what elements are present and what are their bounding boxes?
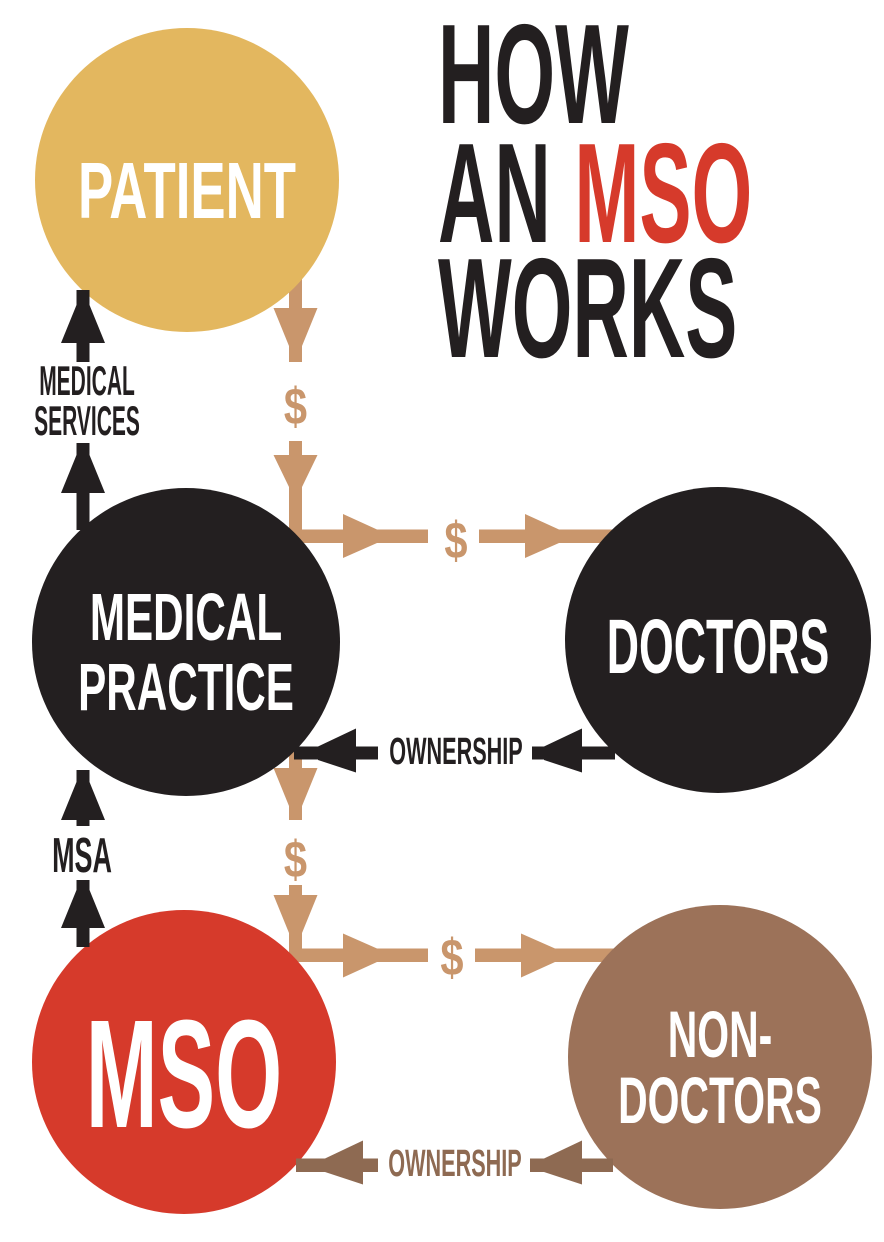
arrow-stem bbox=[530, 1158, 544, 1172]
arrow-stem bbox=[76, 493, 90, 530]
arrow-stem bbox=[76, 770, 90, 783]
arrowhead-down bbox=[273, 895, 318, 933]
doctors-circle bbox=[565, 487, 871, 793]
doctors-label: DOCTORS bbox=[607, 604, 829, 690]
arrowhead-left bbox=[325, 1140, 363, 1185]
arrow-stem bbox=[76, 290, 90, 306]
dollar-symbol: $ bbox=[444, 511, 467, 570]
title-line2-mso: MSO bbox=[574, 114, 752, 273]
title-line2-an: AN bbox=[438, 114, 551, 273]
non-doctors-circle bbox=[568, 905, 872, 1209]
arrow-stem bbox=[289, 948, 343, 962]
arrow-stem bbox=[532, 746, 544, 760]
patient-label: PATIENT bbox=[78, 147, 296, 236]
arrowhead-up bbox=[61, 890, 105, 928]
arrow-stem bbox=[582, 746, 615, 760]
dollar-symbol: $ bbox=[284, 377, 307, 436]
medical-services-label-line2: SERVICES bbox=[34, 398, 140, 445]
arrow-stem bbox=[289, 441, 302, 455]
medical-services-arrow: MEDICAL SERVICES bbox=[34, 290, 140, 530]
arrow-stem bbox=[356, 746, 378, 760]
arrow-stem bbox=[294, 746, 318, 760]
arrow-stem bbox=[76, 343, 90, 362]
arrowhead-right bbox=[521, 933, 555, 978]
arrowhead-right bbox=[343, 933, 377, 978]
arrowhead-down bbox=[273, 308, 318, 346]
medical-practice-label-line1: MEDICAL bbox=[90, 579, 282, 654]
title-line3: WORKS bbox=[438, 229, 737, 388]
arrowhead-down bbox=[273, 455, 318, 487]
arrow-stem bbox=[377, 529, 428, 543]
title-line1: HOW bbox=[438, 0, 629, 154]
arrow-stem bbox=[289, 487, 302, 543]
mso-label: MSO bbox=[86, 989, 282, 1161]
non-doctors-label-line2: DOCTORS bbox=[618, 1063, 822, 1138]
non-doctors-label-line1: NON- bbox=[668, 997, 773, 1072]
arrow-stem bbox=[479, 529, 525, 543]
arrowhead-up bbox=[61, 782, 105, 820]
arrow-stem bbox=[296, 1158, 325, 1172]
medical-practice-circle bbox=[32, 488, 340, 796]
arrow-stem bbox=[289, 346, 302, 362]
ownership-doctors-label: OWNERSHIP bbox=[389, 730, 522, 773]
msa-label: MSA bbox=[52, 829, 112, 884]
arrow-stem bbox=[582, 1158, 613, 1172]
medical-practice-label-line2: PRACTICE bbox=[78, 649, 294, 724]
dollar-symbol: $ bbox=[440, 928, 463, 987]
arrow-stem bbox=[475, 948, 521, 962]
arrowhead-up bbox=[61, 455, 105, 493]
arrow-stem bbox=[76, 880, 90, 891]
arrowhead-left bbox=[318, 728, 356, 773]
medical-services-label-line1: MEDICAL bbox=[39, 358, 135, 405]
patient-circle bbox=[35, 28, 339, 332]
dollar-symbol: $ bbox=[284, 830, 307, 889]
arrow-stem bbox=[289, 885, 302, 895]
ownership-non-doctors-label: OWNERSHIP bbox=[388, 1142, 521, 1185]
arrowhead-left bbox=[544, 1140, 582, 1185]
arrow-stem bbox=[289, 529, 343, 543]
arrow-stem bbox=[76, 443, 90, 456]
arrow-stem bbox=[363, 1158, 378, 1172]
arrow-stem bbox=[289, 806, 302, 820]
ownership-non-doctors-arrow: OWNERSHIP bbox=[296, 1140, 613, 1185]
arrowhead-up bbox=[61, 305, 105, 343]
money-flow-patient-practice-doctors: $ $ bbox=[273, 262, 615, 570]
arrowhead-right bbox=[343, 514, 377, 558]
money-flow-practice-mso-nondoctors: $ $ bbox=[273, 750, 615, 987]
ownership-doctors-arrow: OWNERSHIP bbox=[294, 728, 615, 773]
arrow-stem bbox=[76, 818, 90, 826]
mso-circle bbox=[32, 910, 336, 1214]
arrowhead-right bbox=[525, 514, 559, 558]
msa-arrow: MSA bbox=[52, 770, 112, 947]
arrow-stem bbox=[559, 529, 615, 543]
arrowhead-down bbox=[273, 768, 318, 806]
arrow-stem bbox=[76, 928, 90, 947]
arrow-stem bbox=[555, 948, 615, 962]
arrow-stem bbox=[377, 948, 428, 962]
arrowhead-left bbox=[544, 728, 582, 773]
